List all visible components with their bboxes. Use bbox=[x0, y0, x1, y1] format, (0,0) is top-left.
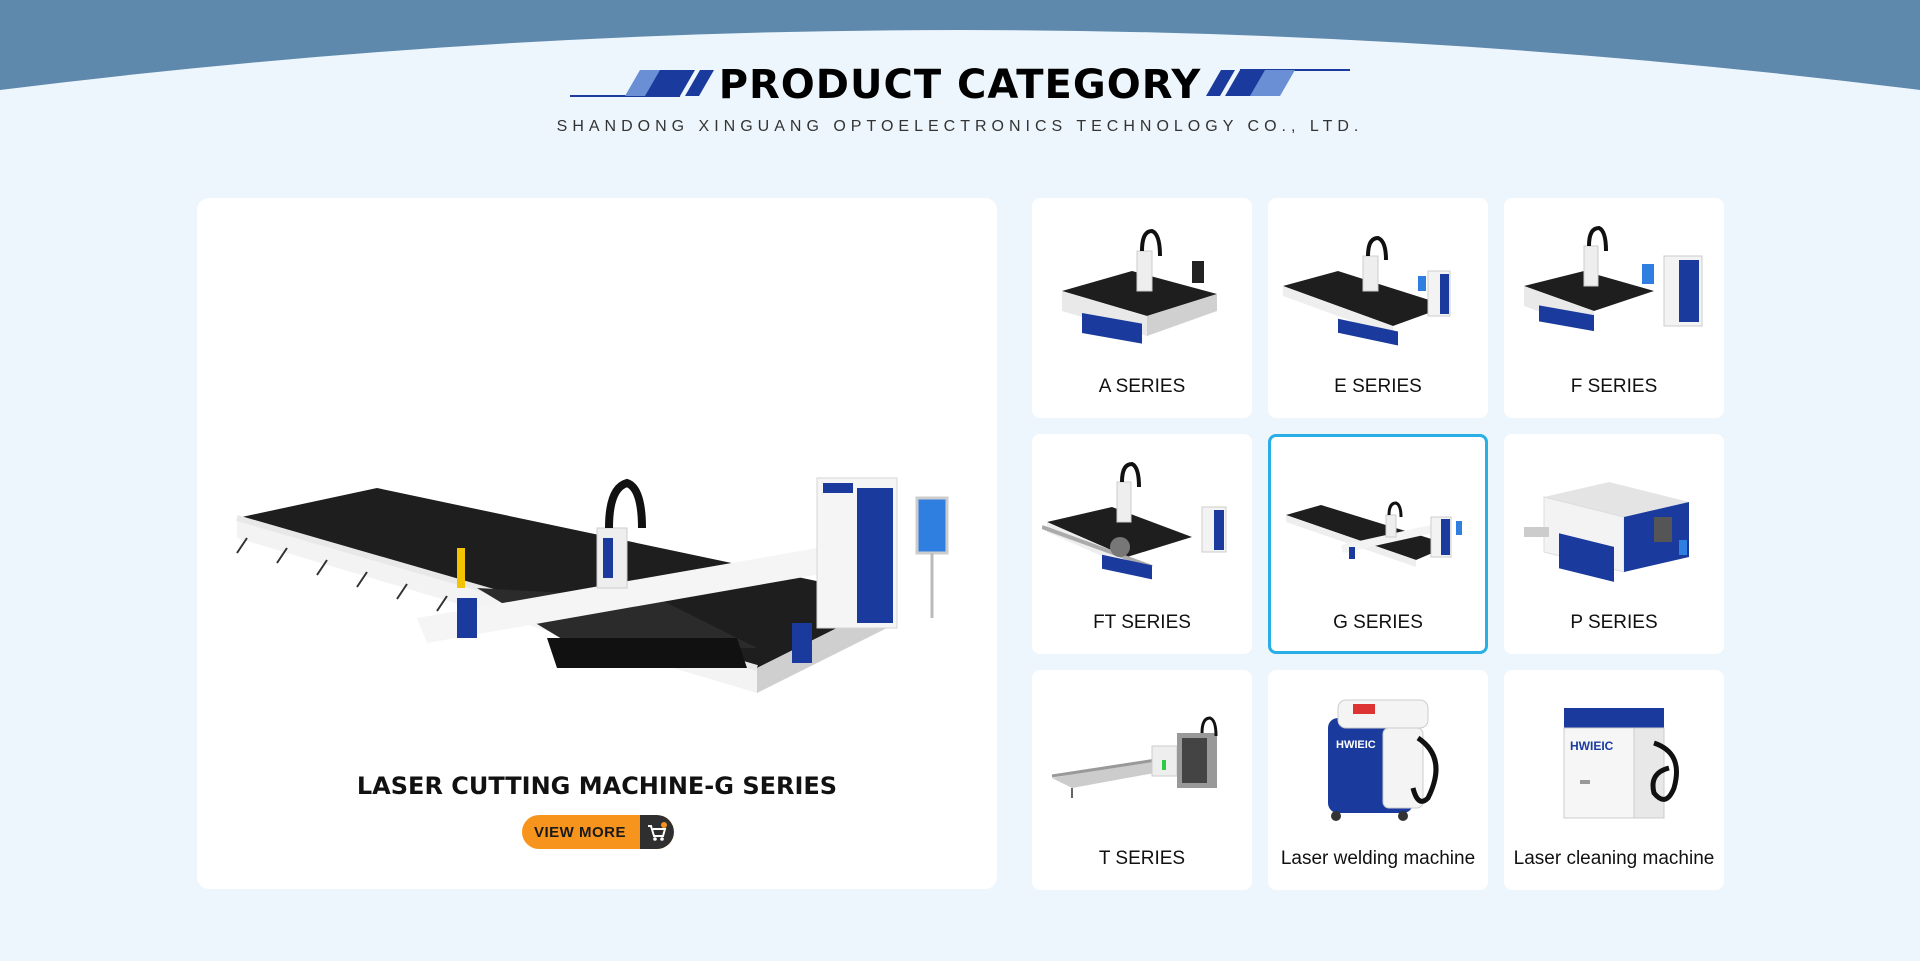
category-label: F SERIES bbox=[1570, 376, 1658, 397]
category-label: P SERIES bbox=[1570, 612, 1658, 633]
laser-welding-machine-image: HWIEIC bbox=[1328, 699, 1439, 821]
view-more-button[interactable]: VIEW MORE bbox=[522, 815, 674, 849]
title-decoration-left bbox=[570, 70, 714, 97]
category-card-ft-series[interactable]: FT SERIES bbox=[1032, 434, 1252, 654]
a-series-image bbox=[1062, 228, 1217, 344]
section-header: PRODUCT CATEGORY SHANDONG XINGUANG OPTOE… bbox=[0, 58, 1920, 135]
e-series-image bbox=[1283, 235, 1451, 346]
category-label: FT SERIES bbox=[1093, 612, 1191, 633]
page-title: PRODUCT CATEGORY bbox=[718, 62, 1202, 108]
category-card-g-series[interactable]: G SERIES bbox=[1268, 434, 1488, 654]
category-card-t-series[interactable]: T SERIES bbox=[1032, 670, 1252, 890]
category-card-p-series[interactable]: P SERIES bbox=[1504, 434, 1724, 654]
g-series-image bbox=[1286, 501, 1462, 567]
featured-product-image bbox=[236, 477, 949, 693]
category-card-e-series[interactable]: E SERIES bbox=[1268, 198, 1488, 418]
top-curved-band bbox=[0, 0, 1920, 90]
view-more-label: VIEW MORE bbox=[533, 824, 626, 841]
featured-product-title: LASER CUTTING MACHINE-G SERIES bbox=[356, 772, 838, 800]
p-series-image bbox=[1524, 482, 1689, 582]
svg-text:HWIEIC: HWIEIC bbox=[1336, 739, 1376, 751]
ft-series-image bbox=[1042, 461, 1227, 580]
svg-text:HWIEIC: HWIEIC bbox=[1570, 739, 1614, 753]
title-decoration-right bbox=[1206, 69, 1350, 96]
category-card-f-series[interactable]: F SERIES bbox=[1504, 198, 1724, 418]
category-label: Laser welding machine bbox=[1280, 848, 1476, 869]
category-label: Laser cleaning machine bbox=[1513, 848, 1715, 869]
company-subtitle: SHANDONG XINGUANG OPTOELECTRONICS TECHNO… bbox=[556, 118, 1364, 135]
t-series-image bbox=[1051, 716, 1218, 798]
category-label: G SERIES bbox=[1333, 612, 1423, 633]
title-row: PRODUCT CATEGORY bbox=[0, 58, 1920, 114]
featured-product-card: LASER CUTTING MACHINE-G SERIES VIEW MORE bbox=[197, 198, 997, 889]
cart-icon bbox=[640, 815, 674, 849]
category-label: A SERIES bbox=[1098, 376, 1186, 397]
category-label: T SERIES bbox=[1098, 848, 1186, 869]
category-grid: A SERIES E SERIES F SERIES bbox=[1032, 198, 1724, 890]
category-card-laser-welding-machine[interactable]: HWIEIC Laser welding machine bbox=[1268, 670, 1488, 890]
category-card-a-series[interactable]: A SERIES bbox=[1032, 198, 1252, 418]
category-card-laser-cleaning-machine[interactable]: HWIEIC Laser cleaning machine bbox=[1504, 670, 1724, 890]
laser-cleaning-machine-image: HWIEIC bbox=[1563, 708, 1679, 819]
category-label: E SERIES bbox=[1334, 376, 1422, 397]
f-series-image bbox=[1524, 225, 1703, 332]
